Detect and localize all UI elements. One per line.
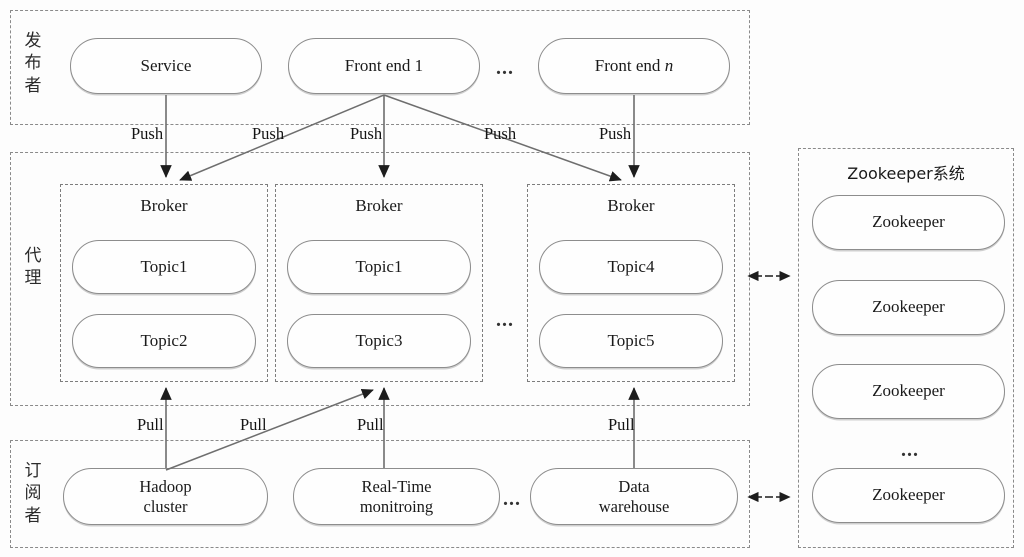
- zookeeper-group: [798, 148, 1014, 548]
- topic-node-3-2[interactable]: Topic5: [539, 314, 723, 368]
- zookeeper-node-1[interactable]: Zookeeper: [812, 195, 1005, 250]
- subscriber-node-real-time-monitoring-label: Real-Time monitroing: [360, 477, 433, 516]
- push-label-5: Push: [599, 124, 632, 143]
- topic-node-2-2-label: Topic3: [355, 330, 403, 350]
- subscriber-node-hadoop-cluster[interactable]: Hadoop cluster: [63, 468, 268, 525]
- subscriber-label-char-1: 订: [24, 461, 42, 481]
- publisher-node-service[interactable]: Service: [70, 38, 262, 94]
- subscriber-ellipsis: ...: [503, 488, 521, 510]
- topic-node-3-1-label: Topic4: [607, 256, 655, 276]
- zookeeper-system-title: Zookeeper系统: [847, 164, 965, 183]
- publisher-node-front-end-1[interactable]: Front end 1: [288, 38, 480, 94]
- subscriber-node-data-warehouse[interactable]: Data warehouse: [530, 468, 738, 525]
- pull-label-1: Pull: [137, 415, 164, 434]
- warehouse-line-1: Data: [618, 477, 650, 497]
- zookeeper-node-2-label: Zookeeper: [872, 297, 945, 317]
- broker-subbox-1: [60, 184, 268, 382]
- topic-node-1-2-label: Topic2: [140, 330, 188, 350]
- broker-group-label: 代 理: [20, 245, 46, 290]
- topic-node-3-1[interactable]: Topic4: [539, 240, 723, 294]
- front-end-n-index: n: [664, 55, 674, 75]
- publisher-label-char-3: 者: [24, 75, 42, 96]
- hadoop-line-2: cluster: [143, 496, 188, 516]
- broker-label-char-2: 理: [24, 268, 42, 289]
- publisher-node-service-label: Service: [140, 55, 192, 75]
- zookeeper-node-4-label: Zookeeper: [872, 485, 945, 505]
- subscriber-label-char-3: 者: [24, 505, 42, 526]
- publisher-node-front-end-n[interactable]: Front end n: [538, 38, 730, 94]
- subscriber-node-data-warehouse-label: Data warehouse: [599, 477, 670, 516]
- zookeeper-node-1-label: Zookeeper: [872, 212, 945, 232]
- push-label-4: Push: [484, 124, 517, 143]
- broker-subbox-2: [275, 184, 483, 382]
- topic-node-1-2[interactable]: Topic2: [72, 314, 256, 368]
- zookeeper-node-3[interactable]: Zookeeper: [812, 364, 1005, 419]
- subscriber-group-label: 订 阅 者: [20, 460, 46, 527]
- zookeeper-node-2[interactable]: Zookeeper: [812, 280, 1005, 335]
- zookeeper-node-4[interactable]: Zookeeper: [812, 468, 1005, 523]
- subscriber-node-real-time-monitoring[interactable]: Real-Time monitroing: [293, 468, 500, 525]
- zookeeper-ellipsis: ...: [901, 439, 919, 461]
- realtime-line-2: monitroing: [359, 496, 434, 516]
- broker-caption-3: Broker: [607, 196, 655, 215]
- push-label-2: Push: [252, 124, 285, 143]
- broker-label-char-1: 代: [24, 246, 42, 266]
- publisher-label-char-2: 布: [24, 53, 42, 74]
- topic-node-2-1-label: Topic1: [355, 256, 403, 276]
- pull-label-3: Pull: [357, 415, 384, 434]
- publisher-node-front-end-n-label: Front end n: [594, 55, 674, 75]
- topic-node-1-1[interactable]: Topic1: [72, 240, 256, 294]
- zookeeper-node-3-label: Zookeeper: [872, 381, 945, 401]
- publisher-group-label: 发 布 者: [20, 30, 46, 97]
- push-label-1: Push: [131, 124, 164, 143]
- realtime-line-1: Real-Time: [361, 477, 432, 497]
- pull-edge-hadoop-to-broker2: [165, 388, 374, 471]
- publisher-node-front-end-1-label: Front end 1: [344, 55, 424, 75]
- subscriber-label-char-2: 阅: [24, 483, 42, 504]
- publisher-group: [10, 10, 750, 125]
- subscriber-node-hadoop-cluster-label: Hadoop cluster: [139, 477, 191, 516]
- topic-node-2-1[interactable]: Topic1: [287, 240, 471, 294]
- pull-label-4: Pull: [608, 415, 635, 434]
- topic-node-1-1-label: Topic1: [140, 256, 188, 276]
- hadoop-line-1: Hadoop: [139, 477, 192, 497]
- pull-label-2: Pull: [240, 415, 267, 434]
- push-label-3: Push: [350, 124, 383, 143]
- broker-caption-2: Broker: [355, 196, 403, 215]
- publisher-ellipsis: ...: [496, 57, 514, 79]
- topic-node-3-2-label: Topic5: [607, 330, 655, 350]
- broker-ellipsis: ...: [496, 309, 514, 331]
- topic-node-2-2[interactable]: Topic3: [287, 314, 471, 368]
- broker-caption-1: Broker: [140, 196, 188, 215]
- broker-subbox-3: [527, 184, 735, 382]
- warehouse-line-2: warehouse: [598, 496, 670, 516]
- push-edge-frontend1-to-broker3: [383, 94, 622, 182]
- publisher-label-char-1: 发: [24, 31, 42, 51]
- push-edge-frontend1-to-broker1: [179, 94, 385, 181]
